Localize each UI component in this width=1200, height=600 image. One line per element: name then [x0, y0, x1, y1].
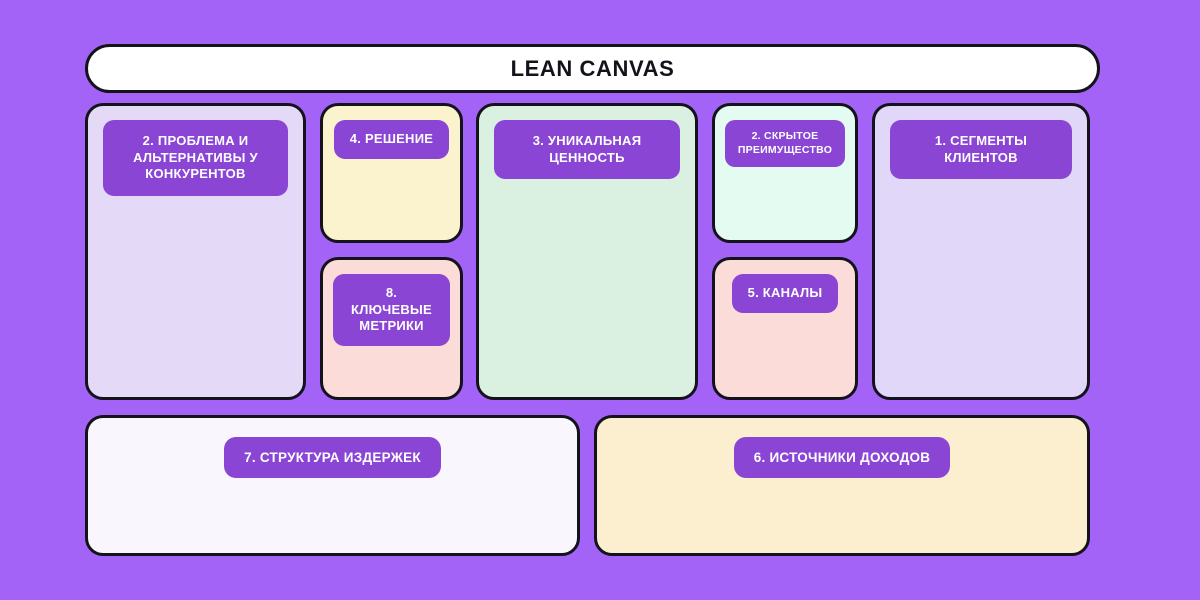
block-unique-value-label: 3. УНИКАЛЬНАЯ ЦЕННОСТЬ	[494, 120, 680, 180]
block-key-metrics-label: 8. КЛЮЧЕВЫЕ МЕТРИКИ	[332, 274, 451, 346]
board-title-bar: LEAN CANVAS	[85, 44, 1100, 93]
block-key-metrics[interactable]: 8. КЛЮЧЕВЫЕ МЕТРИКИ	[320, 257, 463, 400]
page-title: LEAN CANVAS	[510, 55, 675, 81]
block-unique-value-body: 3. УНИКАЛЬНАЯ ЦЕННОСТЬ	[479, 106, 695, 397]
block-problem-and-alternatives[interactable]: 2. ПРОБЛЕМА И АЛЬТЕРНАТИВЫ У КОНКУРЕНТОВ	[85, 103, 306, 400]
block-problem-label: 2. ПРОБЛЕМА И АЛЬТЕРНАТИВЫ У КОНКУРЕНТОВ	[103, 120, 288, 196]
block-cost-structure[interactable]: 7. СТРУКТУРА ИЗДЕРЖЕК	[85, 415, 580, 556]
block-customer-segments-label: 1. СЕГМЕНТЫ КЛИЕНТОВ	[889, 120, 1073, 180]
block-cost-structure-body: 7. СТРУКТУРА ИЗДЕРЖЕК	[88, 418, 577, 553]
block-unfair-advantage-label: 2. СКРЫТОЕ ПРЕИМУЩЕСТВО	[724, 120, 846, 168]
block-unfair-advantage[interactable]: 2. СКРЫТОЕ ПРЕИМУЩЕСТВО	[712, 103, 858, 243]
block-solution-body: 4. РЕШЕНИЕ	[323, 106, 460, 240]
block-revenue-streams[interactable]: 6. ИСТОЧНИКИ ДОХОДОВ	[594, 415, 1090, 556]
block-solution-label: 4. РЕШЕНИЕ	[333, 120, 450, 159]
block-customer-segments-body: 1. СЕГМЕНТЫ КЛИЕНТОВ	[875, 106, 1087, 397]
block-channels-body: 5. КАНАЛЫ	[715, 260, 855, 397]
block-revenue-streams-label: 6. ИСТОЧНИКИ ДОХОДОВ	[733, 437, 951, 479]
block-channels[interactable]: 5. КАНАЛЫ	[712, 257, 858, 400]
block-customer-segments[interactable]: 1. СЕГМЕНТЫ КЛИЕНТОВ	[872, 103, 1090, 400]
block-key-metrics-body: 8. КЛЮЧЕВЫЕ МЕТРИКИ	[323, 260, 460, 397]
block-problem-body: 2. ПРОБЛЕМА И АЛЬТЕРНАТИВЫ У КОНКУРЕНТОВ	[88, 106, 303, 397]
block-solution[interactable]: 4. РЕШЕНИЕ	[320, 103, 463, 243]
block-unique-value-proposition[interactable]: 3. УНИКАЛЬНАЯ ЦЕННОСТЬ	[476, 103, 698, 400]
block-cost-structure-label: 7. СТРУКТУРА ИЗДЕРЖЕК	[224, 437, 441, 479]
block-unfair-advantage-body: 2. СКРЫТОЕ ПРЕИМУЩЕСТВО	[715, 106, 855, 240]
block-revenue-streams-body: 6. ИСТОЧНИКИ ДОХОДОВ	[597, 418, 1087, 553]
block-channels-label: 5. КАНАЛЫ	[731, 274, 839, 313]
